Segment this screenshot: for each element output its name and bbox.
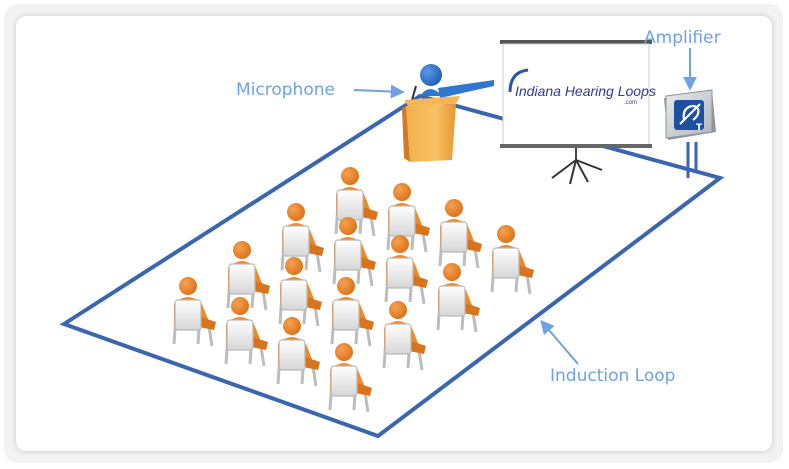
screen-logo: Indiana Hearing Loops .com — [508, 68, 656, 106]
audience-member — [382, 301, 426, 371]
audience-member — [278, 257, 322, 327]
amplifier-box: T — [664, 89, 716, 140]
audience-member — [490, 225, 534, 295]
induction-loop-label: Induction Loop — [550, 366, 676, 386]
audience-member — [226, 241, 270, 311]
audience-member — [330, 277, 374, 347]
amplifier-label: Amplifier — [644, 28, 721, 48]
svg-text:T: T — [696, 123, 703, 133]
audience-member — [280, 203, 324, 273]
audience-member — [436, 263, 480, 333]
audience-member — [172, 277, 216, 347]
audience-member — [386, 183, 430, 253]
audience-member — [438, 199, 482, 269]
audience-member — [384, 235, 428, 305]
svg-text:Indiana Hearing Loops: Indiana Hearing Loops — [515, 83, 656, 99]
audience-member — [332, 217, 376, 287]
induction-loop-arrow — [540, 319, 579, 365]
speaker-at-podium — [402, 64, 494, 162]
audience-member — [328, 343, 372, 413]
projection-screen — [500, 40, 652, 185]
microphone-icon — [411, 85, 417, 101]
induction-loop-wire — [59, 93, 725, 439]
audience-member — [276, 317, 320, 387]
microphone-label: Microphone — [236, 80, 335, 100]
svg-text:.com: .com — [624, 100, 637, 106]
audience-member — [334, 167, 378, 237]
microphone-arrow — [353, 84, 405, 99]
audience — [172, 167, 534, 413]
audience-member — [224, 297, 268, 367]
